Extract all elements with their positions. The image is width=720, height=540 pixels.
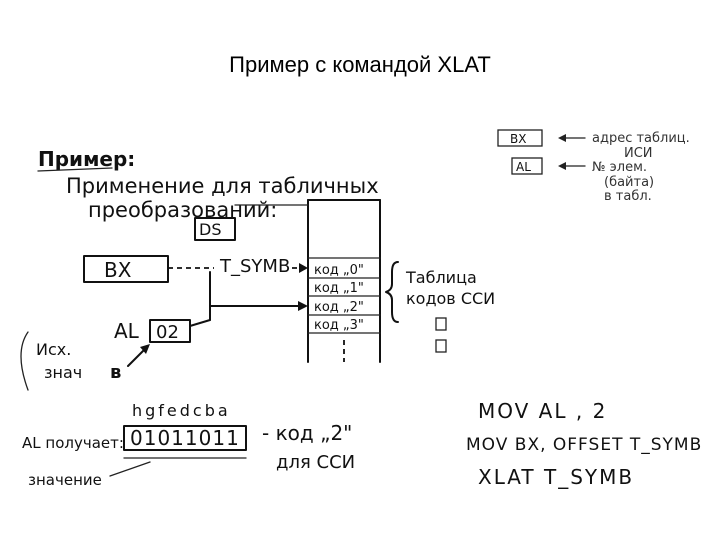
legend-bx-arrowhead bbox=[558, 134, 566, 142]
table-caption-line2: кодов ССИ bbox=[406, 289, 495, 308]
heading-line1: Применение для табличных bbox=[66, 174, 379, 198]
al-register-value: 02 bbox=[156, 322, 179, 343]
table-index-arrowhead bbox=[298, 301, 308, 311]
al-to-connector bbox=[189, 319, 211, 327]
table-brace bbox=[385, 261, 399, 323]
result-suffix-line2: для ССИ bbox=[276, 452, 355, 473]
al-register-box bbox=[149, 319, 191, 343]
ds-box bbox=[194, 217, 236, 241]
caption-mark-2 bbox=[435, 339, 447, 353]
result-bits: 01011011 bbox=[130, 426, 240, 450]
al-register-label: AL bbox=[114, 319, 140, 343]
legend-al-desc-line1: № элем. bbox=[592, 160, 647, 175]
ds-label: DS bbox=[199, 220, 221, 239]
source-note-line2: знач bbox=[44, 363, 82, 382]
example-label: Пример: bbox=[38, 147, 135, 171]
legend-al-desc-line3: в табл. bbox=[604, 189, 652, 204]
memory-cell-2: код „2" bbox=[314, 300, 364, 315]
legend-al-label: AL bbox=[516, 160, 531, 174]
legend-bx-desc-line2: ИСИ bbox=[624, 146, 653, 161]
table-caption-line1: Таблица bbox=[405, 268, 477, 287]
legend-al-arrowhead bbox=[558, 162, 566, 170]
memory-cell-1: код „1" bbox=[314, 281, 364, 296]
code-line-3: XLAT T_SYMB bbox=[478, 465, 634, 489]
code-line-1: MOV AL , 2 bbox=[478, 399, 607, 423]
memory-cell-3: код „3" bbox=[314, 318, 364, 333]
legend-bx-box bbox=[497, 129, 543, 147]
t-symb-label: T_SYMB bbox=[219, 256, 290, 277]
legend-bx-desc-line1: адрес таблиц. bbox=[592, 131, 690, 146]
t-symb-arrowhead bbox=[299, 263, 308, 273]
result-bits-box bbox=[123, 425, 247, 451]
source-note-bracket bbox=[20, 331, 29, 391]
memory-cell-0: код „0" bbox=[314, 263, 364, 278]
example-underline bbox=[37, 167, 113, 172]
result-under-note: значение bbox=[28, 471, 102, 489]
caption-mark-1 bbox=[435, 317, 447, 331]
result-prefix: AL получает: bbox=[22, 434, 124, 452]
result-suffix-line1: - код „2" bbox=[262, 421, 352, 445]
source-note-line1: Исх. bbox=[36, 340, 71, 359]
result-under-note-link bbox=[109, 461, 151, 477]
source-note-arrow bbox=[127, 347, 147, 367]
legend-bx-label: BX bbox=[510, 132, 526, 146]
bx-register-label: BX bbox=[104, 258, 132, 282]
slide-title: Пример с командой XLAT bbox=[229, 52, 491, 77]
heading-line2: преобразований: bbox=[88, 198, 277, 222]
legend-al-box bbox=[511, 157, 543, 175]
source-note-arrowhead bbox=[140, 344, 150, 354]
legend-al-desc-line2: (байта) bbox=[604, 175, 654, 190]
source-note-arrow-label: в bbox=[110, 362, 121, 383]
bit-letter-labels: hgfedcba bbox=[132, 401, 231, 420]
bx-register-box bbox=[83, 255, 169, 283]
memory-column bbox=[307, 199, 381, 363]
code-line-2: MOV BX, OFFSET T_SYMB bbox=[466, 435, 702, 455]
